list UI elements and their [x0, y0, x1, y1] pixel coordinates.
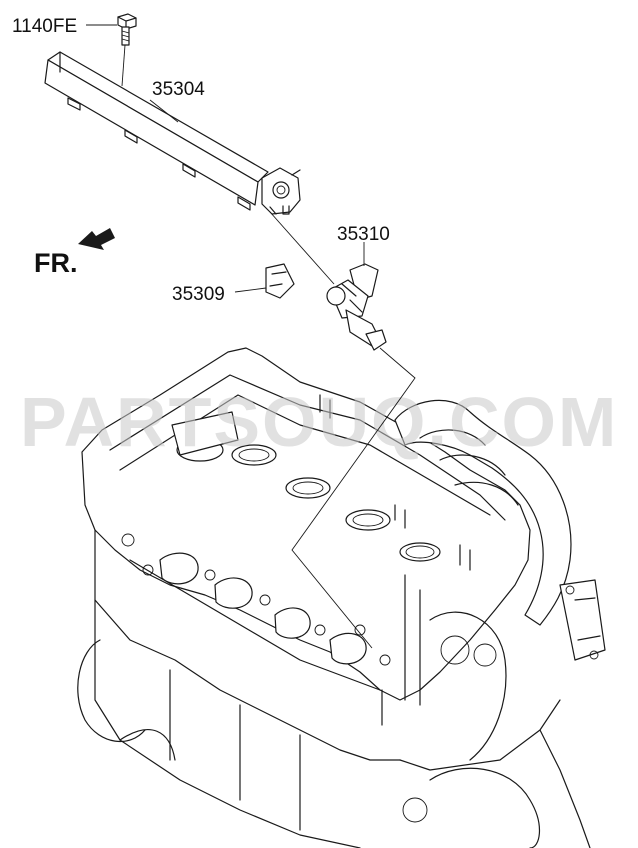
exhaust-manifold	[394, 399, 572, 626]
plug-well-4	[345, 509, 391, 531]
bolt-1140FE	[117, 13, 137, 87]
front-arrow-icon	[78, 228, 115, 250]
label-35304: 35304	[152, 79, 205, 100]
engine-block	[94, 599, 591, 848]
injector-35310	[326, 263, 387, 351]
label-35309: 35309	[172, 284, 225, 305]
label-1140FE: 1140FE	[12, 16, 77, 37]
front-label: FR.	[34, 248, 78, 278]
plug-well-2	[231, 444, 277, 466]
plug-well-3	[285, 477, 331, 499]
fuel-rail	[44, 51, 301, 215]
clip-35309	[265, 263, 295, 299]
watermark-text: PARTSOUQ.COM	[20, 383, 618, 461]
front-direction-indicator: FR.	[34, 228, 115, 278]
label-35310: 35310	[337, 224, 390, 245]
engine-assembly	[77, 347, 606, 848]
leader-lines	[86, 24, 416, 649]
